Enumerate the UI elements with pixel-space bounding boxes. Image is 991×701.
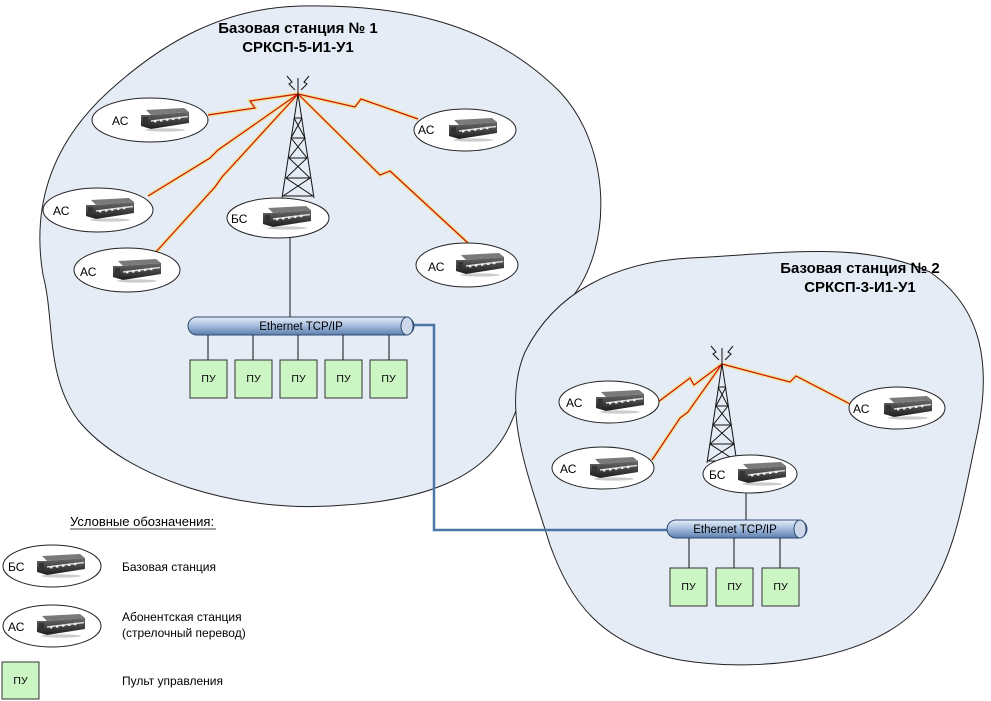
station2-ethernet-bus: Ethernet TCP/IP xyxy=(666,519,808,539)
svg-text:АС: АС xyxy=(80,265,97,279)
station2-pu-group xyxy=(688,538,781,568)
svg-text:ПУ: ПУ xyxy=(291,373,306,385)
svg-text:АС: АС xyxy=(53,204,70,218)
station2-tower xyxy=(706,363,738,464)
svg-text:АС: АС xyxy=(853,402,870,416)
station1-title-line2: СРКСП-5-И1-У1 xyxy=(242,39,354,56)
svg-text:АС: АС xyxy=(560,462,577,476)
station2-antenna-icon xyxy=(710,345,734,364)
station2-pu-1: ПУ xyxy=(669,567,708,607)
station1-as-node-3: АС xyxy=(73,247,181,293)
station1-pu-5: ПУ xyxy=(369,359,408,399)
svg-text:АС: АС xyxy=(418,123,435,137)
station1-as-node-4: АС xyxy=(413,108,517,152)
station2-radio-links xyxy=(650,362,853,462)
station1-antenna-icon xyxy=(286,75,310,94)
svg-text:АС: АС xyxy=(112,114,129,128)
station1-bs-node: БС xyxy=(226,197,330,239)
svg-text:АС: АС xyxy=(566,396,583,410)
station2-bs-node: БС xyxy=(702,454,798,494)
svg-text:ПУ: ПУ xyxy=(773,581,788,593)
station2-title-line1: Базовая станция № 2 xyxy=(780,260,940,277)
legend-heading: Условные обозначения: xyxy=(70,514,214,529)
svg-text:ПУ: ПУ xyxy=(336,373,351,385)
station2-title-line2: СРКСП-3-И1-У1 xyxy=(804,279,916,296)
station1-as-node-2: АС xyxy=(42,187,154,233)
station1-tower xyxy=(281,93,315,199)
station1-pu-2: ПУ xyxy=(234,359,273,399)
station2-pu-3: ПУ xyxy=(761,567,800,607)
legend: Условные обозначения: БС Базовая станция… xyxy=(1,514,246,700)
station1-pu-group xyxy=(207,335,390,360)
station1-as-node-5: АС xyxy=(415,242,519,288)
svg-text:БС: БС xyxy=(709,468,726,482)
svg-text:БС: БС xyxy=(231,212,248,226)
station2-as-node-1: АС xyxy=(558,380,660,424)
station2-as-node-3: АС xyxy=(848,386,946,430)
station1-pu-3: ПУ xyxy=(279,359,318,399)
station1-pu-4: ПУ xyxy=(324,359,363,399)
station2-as-node-2: АС xyxy=(551,446,655,490)
legend-bs-text: Базовая станция xyxy=(122,560,216,574)
station1-radio-links xyxy=(146,92,470,255)
svg-text:ПУ: ПУ xyxy=(681,581,696,593)
station1-pu-1: ПУ xyxy=(189,359,228,399)
legend-as-symbol: АС xyxy=(2,604,102,648)
svg-text:ПУ: ПУ xyxy=(13,675,28,687)
inter-station-uplink xyxy=(414,323,668,532)
svg-text:АС: АС xyxy=(428,260,445,274)
svg-text:ПУ: ПУ xyxy=(246,373,261,385)
station2-bus-label: Ethernet TCP/IP xyxy=(693,524,777,536)
station2-pu-2: ПУ xyxy=(715,567,754,607)
svg-text:ПУ: ПУ xyxy=(727,581,742,593)
station1-as-node-1: АС xyxy=(91,97,209,143)
svg-text:АС: АС xyxy=(8,620,25,634)
legend-as-text-line2: (стрелочный перевод) xyxy=(122,626,246,640)
svg-text:ПУ: ПУ xyxy=(381,373,396,385)
station1-ethernet-bus: Ethernet TCP/IP xyxy=(187,316,415,336)
svg-text:ПУ: ПУ xyxy=(201,373,216,385)
legend-pu-text: Пульт управления xyxy=(122,674,223,688)
station1-title-line1: Базовая станция № 1 xyxy=(218,20,378,37)
svg-text:БС: БС xyxy=(8,560,25,574)
legend-bs-symbol: БС xyxy=(2,544,102,588)
legend-as-text-line1: Абонентская станция xyxy=(122,610,242,624)
legend-pu-symbol: ПУ xyxy=(1,661,40,700)
station1-bus-label: Ethernet TCP/IP xyxy=(259,321,343,333)
